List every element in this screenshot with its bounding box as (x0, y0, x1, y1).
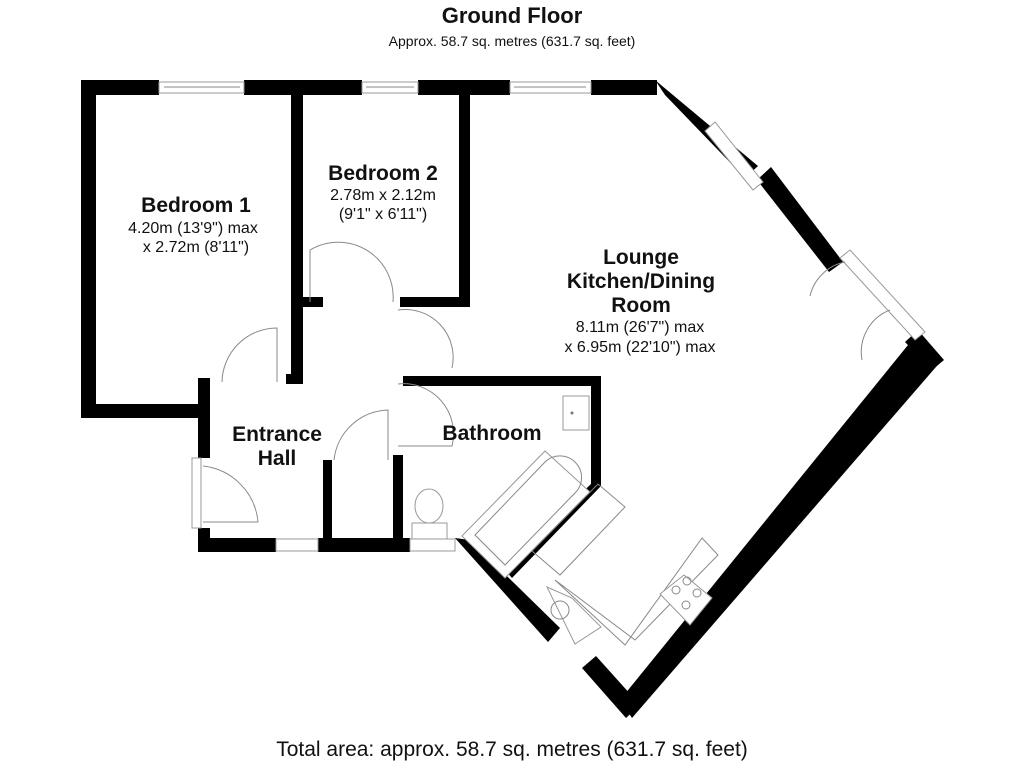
total-area-footer: Total area: approx. 58.7 sq. metres (631… (276, 738, 748, 761)
room-name: Room (611, 294, 671, 317)
fixtures (411, 395, 719, 646)
floor-title: Ground Floor (441, 3, 583, 28)
room-name: Entrance (232, 423, 322, 446)
room-name: Bedroom 1 (141, 194, 251, 217)
room-bathroom: Bathroom (442, 422, 541, 445)
door-icon (397, 383, 455, 447)
room-bedroom-2: Bedroom 2 2.78m x 2.12m (9'1" x 6'11") (328, 162, 438, 223)
room-dimensions: 4.20m (13'9") max (128, 220, 258, 237)
walls (81, 80, 944, 718)
door-icon (809, 261, 846, 297)
doors (191, 241, 926, 529)
room-name: Lounge (603, 246, 679, 269)
door-icon (221, 327, 278, 383)
room-bedroom-1: Bedroom 1 4.20m (13'9") max x 2.72m (8'1… (128, 194, 258, 256)
patio-door-icon (839, 249, 926, 341)
window-icon (275, 538, 319, 552)
room-name: Bedroom 2 (328, 162, 438, 185)
room-entrance-hall: Entrance Hall (232, 423, 322, 470)
door-icon (309, 241, 394, 303)
room-name: Bathroom (442, 422, 541, 445)
room-dimensions: 8.11m (26'7") max (576, 319, 704, 336)
door-icon (397, 308, 454, 369)
room-lounge-kitchen-dining: Lounge Kitchen/Dining Room 8.11m (26'7")… (564, 246, 715, 356)
windows (158, 81, 764, 552)
room-dimensions: x 6.95m (22'10") max (564, 339, 715, 356)
room-dimensions: x 2.72m (8'11") (143, 239, 249, 256)
door-icon (202, 465, 259, 523)
basin-icon (562, 395, 590, 431)
room-name: Hall (258, 447, 297, 470)
room-name: Kitchen/Dining (567, 270, 715, 293)
floor-area-subtitle: Approx. 58.7 sq. metres (631.7 sq. feet) (388, 33, 636, 49)
door-icon (860, 309, 891, 361)
door-icon (333, 409, 389, 461)
window-icon (409, 538, 456, 552)
toilet-icon (414, 488, 444, 524)
window-icon (704, 121, 764, 191)
room-dimensions: (9'1" x 6'11") (339, 206, 427, 223)
room-dimensions: 2.78m x 2.12m (330, 187, 436, 204)
